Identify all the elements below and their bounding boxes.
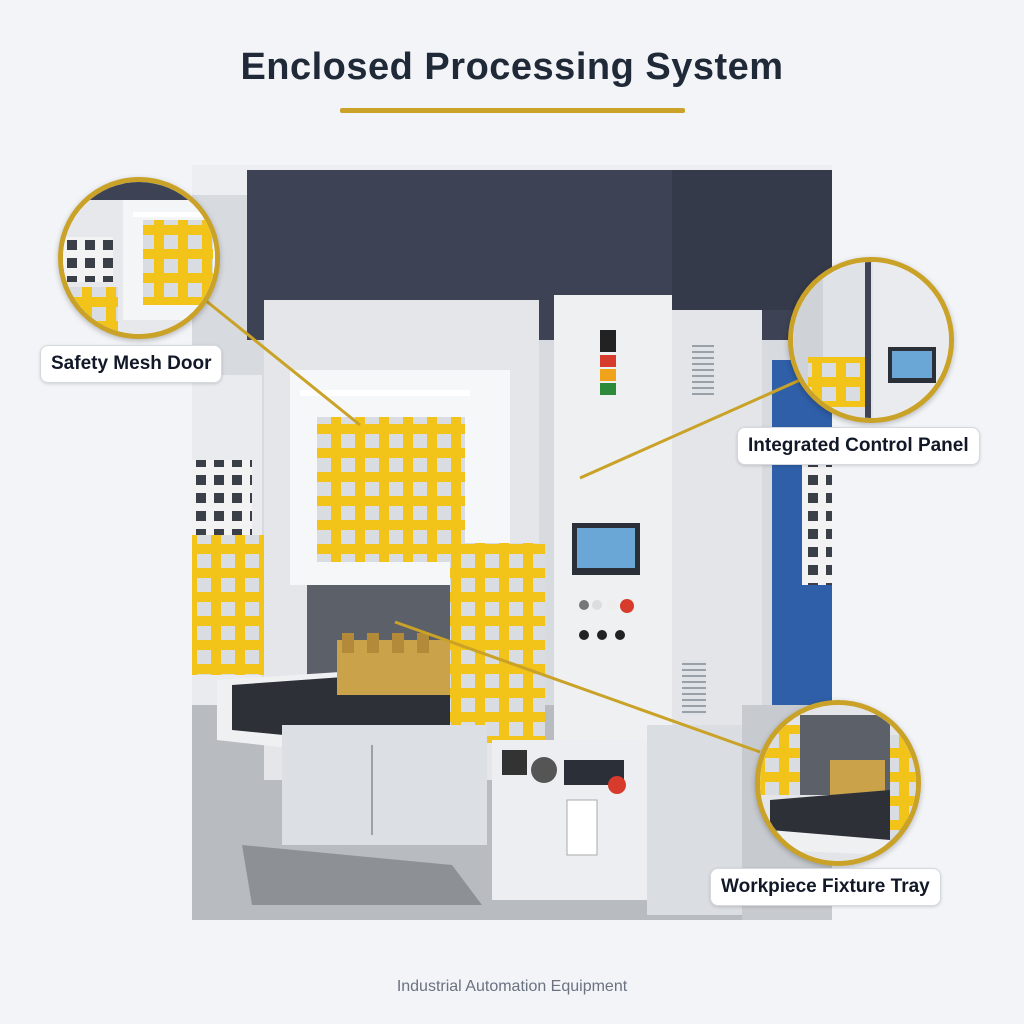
callout-workpiece-fixture-tray: Workpiece Fixture Tray (710, 868, 941, 906)
zoom-fixture-tray (755, 700, 921, 866)
title-underline (340, 108, 685, 113)
zoom-control-panel (788, 257, 954, 423)
zoom-control-panel-image (793, 262, 949, 418)
machine-photo (192, 165, 832, 920)
zoom-fixture-tray-image (760, 705, 916, 861)
page-title: Enclosed Processing System (240, 46, 784, 88)
zoom-safety-door-image (63, 182, 215, 334)
callout-safety-mesh-door: Safety Mesh Door (40, 345, 223, 383)
footer-caption: Industrial Automation Equipment (396, 978, 628, 995)
machine-illustration (192, 165, 832, 920)
callout-integrated-control-panel: Integrated Control Panel (737, 427, 980, 465)
zoom-safety-door (58, 177, 220, 339)
